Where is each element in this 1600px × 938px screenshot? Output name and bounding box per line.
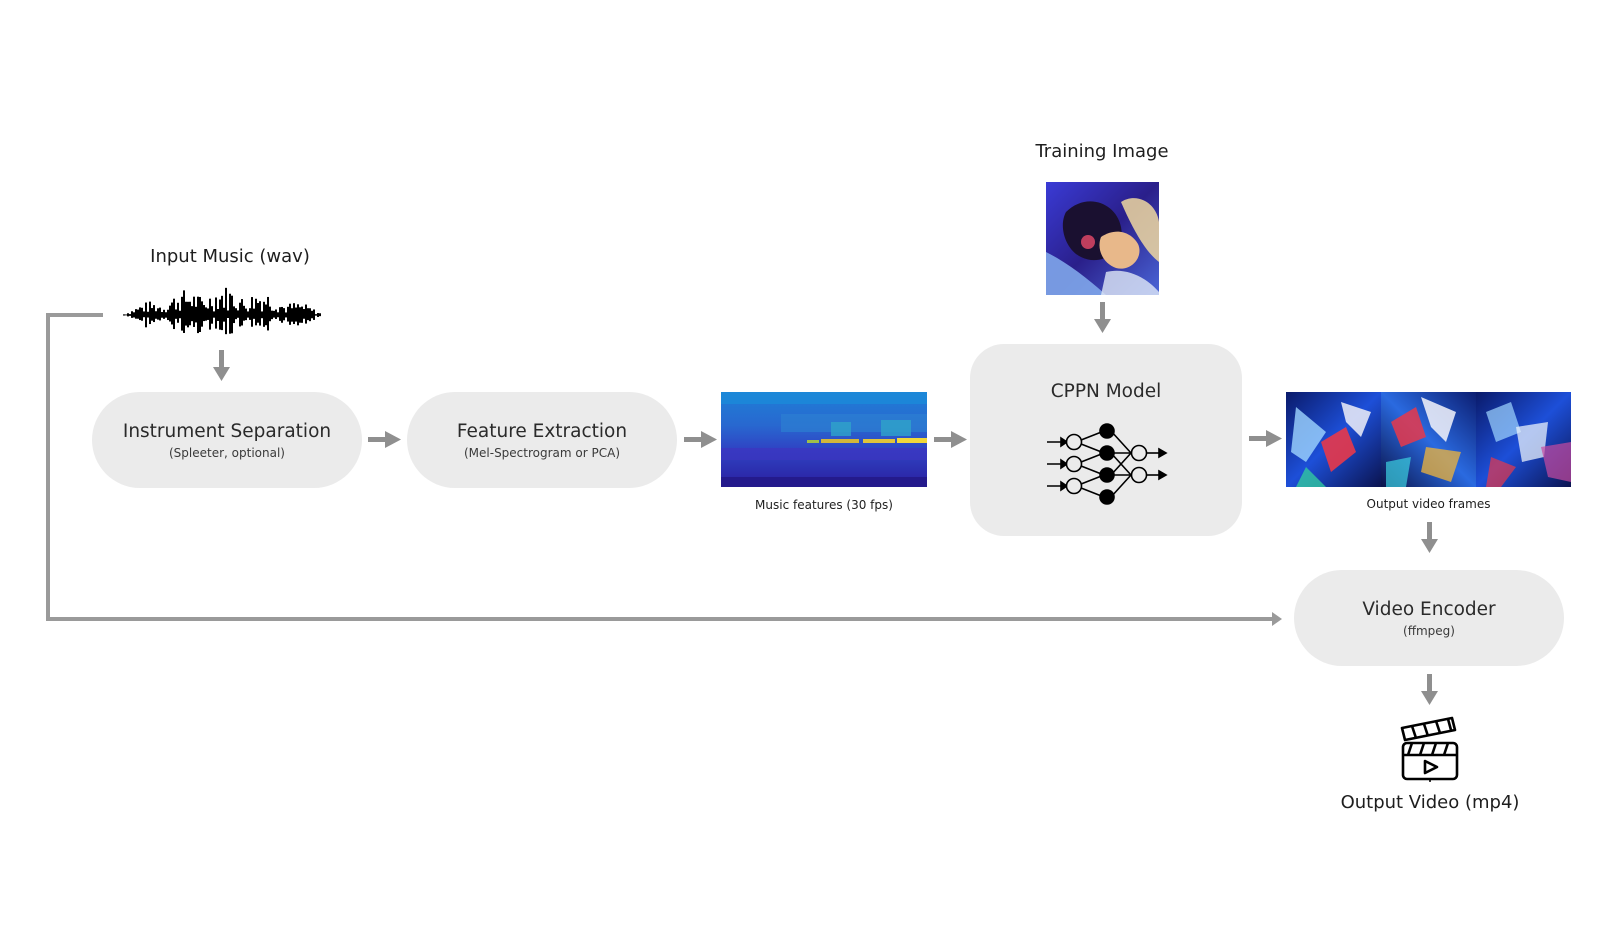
- output-frame-2: [1381, 392, 1476, 487]
- instrument-separation-title: Instrument Separation: [122, 420, 332, 442]
- video-encoder-subtitle: (ffmpeg): [1403, 623, 1455, 638]
- training-image: [1046, 182, 1159, 295]
- training-image-label: Training Image: [1035, 141, 1169, 162]
- output-frame-3: [1476, 392, 1571, 487]
- video-encoder-node: Video Encoder (ffmpeg): [1294, 570, 1564, 666]
- arrow-right-spectrogram: [934, 431, 967, 448]
- output-frames-label: Output video frames: [1366, 497, 1491, 511]
- spectrogram-image: [721, 392, 927, 487]
- feature-extraction-title: Feature Extraction: [456, 420, 628, 442]
- arrow-right-cppn: [1249, 430, 1282, 447]
- bypass-connector: [46, 313, 1272, 621]
- arrow-right-feature: [684, 431, 717, 448]
- arrow-down-frames: [1421, 522, 1438, 553]
- output-video-label: Output Video (mp4): [1340, 792, 1520, 813]
- clapperboard-icon: [1400, 716, 1459, 782]
- cppn-model-node: CPPN Model: [970, 344, 1242, 536]
- instrument-separation-node: Instrument Separation (Spleeter, optiona…: [92, 392, 362, 488]
- arrow-down-waveform: [213, 350, 230, 381]
- music-features-label: Music features (30 fps): [755, 498, 893, 512]
- video-encoder-title: Video Encoder: [1362, 598, 1496, 620]
- input-music-label: Input Music (wav): [150, 246, 310, 267]
- arrow-right-separation: [368, 431, 401, 448]
- cppn-model-title: CPPN Model: [1050, 381, 1162, 402]
- feature-extraction-subtitle: (Mel-Spectrogram or PCA): [463, 445, 621, 460]
- arrow-down-encoder: [1421, 674, 1438, 705]
- neural-network-icon: [1047, 423, 1168, 505]
- feature-extraction-node: Feature Extraction (Mel-Spectrogram or P…: [407, 392, 677, 488]
- output-frame-1: [1286, 392, 1381, 487]
- arrow-down-training: [1094, 302, 1111, 333]
- instrument-separation-subtitle: (Spleeter, optional): [169, 445, 285, 460]
- waveform-icon: [123, 287, 321, 335]
- output-frames-image: [1286, 392, 1571, 487]
